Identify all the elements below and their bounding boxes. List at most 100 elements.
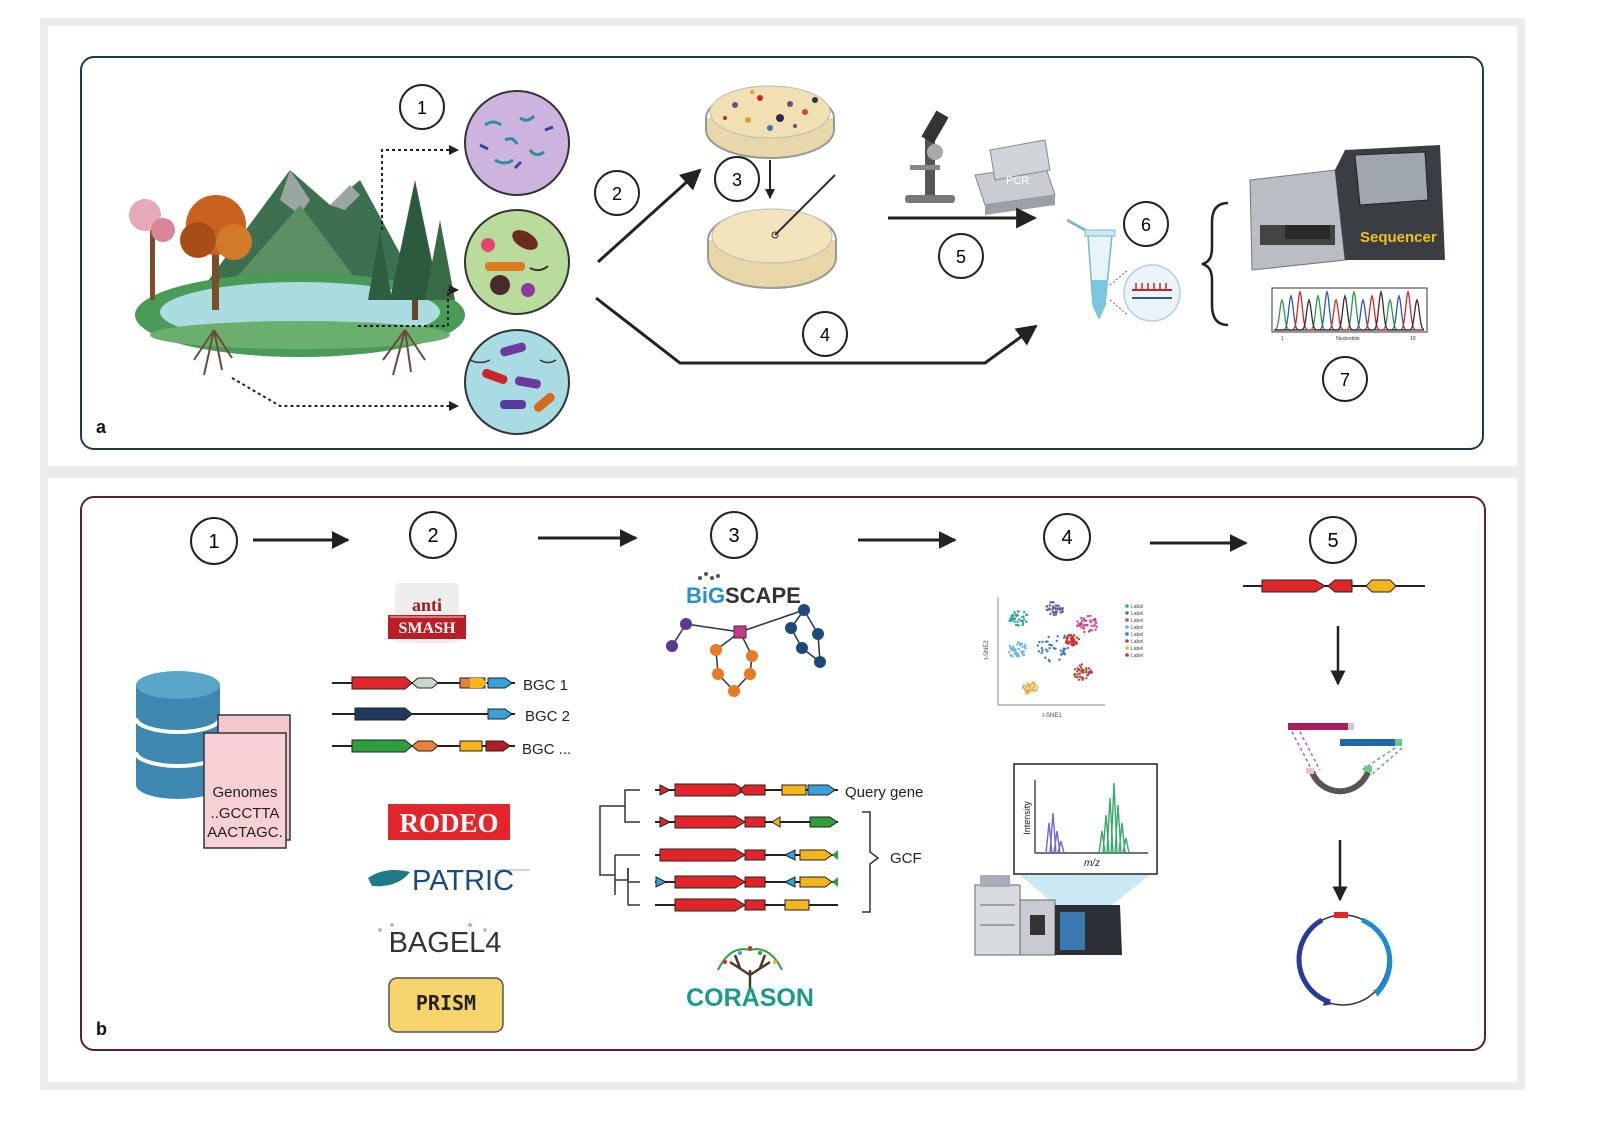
tsne-point	[1009, 647, 1012, 651]
tsne-point	[1087, 667, 1091, 670]
tsne-legend-label: Label	[1131, 639, 1143, 645]
tsne-point	[1071, 644, 1075, 647]
tsne-point	[1082, 627, 1086, 630]
tsne-point	[1048, 647, 1051, 650]
dna-zoom-icon	[1123, 264, 1181, 322]
tsne-point	[1027, 688, 1030, 691]
tsne-point	[1045, 605, 1048, 608]
tsne-point	[1082, 670, 1085, 674]
tsne-point	[1074, 675, 1077, 678]
tsne-point	[1053, 611, 1056, 614]
panel-b	[80, 496, 1486, 1051]
step-a-2: 2	[594, 170, 640, 216]
tsne-point	[1022, 618, 1026, 621]
ms-projection	[1020, 875, 1150, 905]
panel-a-label: a	[96, 417, 107, 437]
gcf-brace	[862, 811, 880, 913]
tsne-point	[1024, 647, 1027, 650]
petri-dish-streak	[707, 174, 837, 289]
svg-text:2: 2	[612, 184, 622, 204]
tsne-point	[1095, 625, 1099, 628]
antismash-smash: SMASH	[399, 620, 456, 637]
tsne-legend-dot	[1125, 604, 1129, 608]
tsne-point	[1021, 622, 1025, 625]
tsne-point	[1058, 608, 1062, 611]
tsne-point	[1089, 621, 1093, 624]
step-arrows-b	[253, 529, 1248, 552]
tsne-point	[1080, 670, 1083, 673]
tsne-point	[1084, 619, 1088, 622]
tsne-point	[1076, 620, 1079, 623]
tsne-point	[1021, 652, 1024, 655]
step-a-7: 7	[1322, 356, 1368, 402]
tsne-point	[1078, 678, 1081, 681]
tsne-point	[1016, 613, 1019, 617]
tsne-legend-label: Label	[1131, 632, 1143, 638]
svg-text:6: 6	[1141, 215, 1151, 235]
tsne-point	[1062, 649, 1065, 652]
panel-b-label: b	[96, 1019, 107, 1039]
tsne-point	[1063, 653, 1067, 656]
tsne-point	[1022, 615, 1025, 618]
tsne-point	[1081, 623, 1084, 626]
ms-xlabel: m/z	[1084, 858, 1100, 869]
tsne-legend-label: Label	[1131, 646, 1143, 652]
tsne-point	[1059, 611, 1062, 614]
tsne-point	[1054, 647, 1057, 650]
bigscape-nodes	[666, 604, 826, 697]
tsne-point	[1076, 667, 1080, 670]
sequencer-machine-icon	[1249, 145, 1445, 271]
tsne-point	[1017, 647, 1021, 651]
tsne-point	[1013, 620, 1016, 623]
pcr-label: PCR	[1006, 175, 1029, 187]
microscope-icon	[905, 110, 955, 203]
tsne-point	[1008, 619, 1011, 622]
svg-text:2: 2	[427, 525, 438, 547]
step-a-1: 1	[399, 84, 445, 130]
tsne-point	[1086, 673, 1090, 677]
mass-spec-plot	[1013, 763, 1158, 875]
chromatogram-trace	[1274, 289, 1425, 331]
tsne-point	[1063, 634, 1067, 638]
tsne-point	[1041, 649, 1044, 652]
tsne-legend-label: Label	[1131, 618, 1143, 624]
tsne-point	[1017, 641, 1020, 644]
tsne-point	[1019, 643, 1023, 646]
step-b-1: 1	[190, 517, 238, 565]
tsne-point	[1021, 645, 1024, 649]
svg-text:3: 3	[732, 170, 742, 190]
tsne-point	[1049, 612, 1052, 616]
tsne-point	[1011, 649, 1014, 652]
tsne-point	[1047, 635, 1050, 639]
gcf-cluster-2	[655, 848, 838, 862]
tsne-ylabel: t-SNE2	[984, 640, 990, 660]
svg-text:4: 4	[1061, 527, 1072, 549]
tsne-point	[1033, 681, 1036, 684]
tsne-point	[1025, 620, 1028, 623]
tsne-point	[1011, 613, 1015, 617]
tsne-point	[1055, 607, 1059, 611]
bigscape-logo-dots	[698, 572, 720, 580]
tsne-point	[1058, 658, 1061, 661]
tsne-point	[1061, 609, 1064, 613]
corason-tree-logo	[717, 946, 783, 990]
petri-dish-colonies	[705, 85, 835, 159]
tsne-point	[1085, 677, 1088, 680]
tsne-point	[1079, 666, 1083, 669]
tsne-legend-dot	[1125, 653, 1129, 657]
pcr-machine-icon	[974, 139, 1056, 215]
tsne-point	[1073, 634, 1076, 637]
tsne-point	[1056, 635, 1060, 638]
lcms-instrument-icon	[974, 875, 1122, 956]
tsne-point	[1024, 689, 1027, 692]
target-gene-cluster	[1243, 579, 1425, 593]
gcf-label: GCF	[890, 850, 922, 867]
tsne-point	[1053, 607, 1057, 610]
microbe-circle-2	[464, 209, 570, 315]
tsne-point	[1054, 613, 1058, 616]
tsne-point	[1085, 669, 1088, 672]
tsne-point	[1079, 622, 1082, 626]
tsne-point	[1071, 635, 1074, 638]
tsne-point	[1026, 685, 1030, 688]
